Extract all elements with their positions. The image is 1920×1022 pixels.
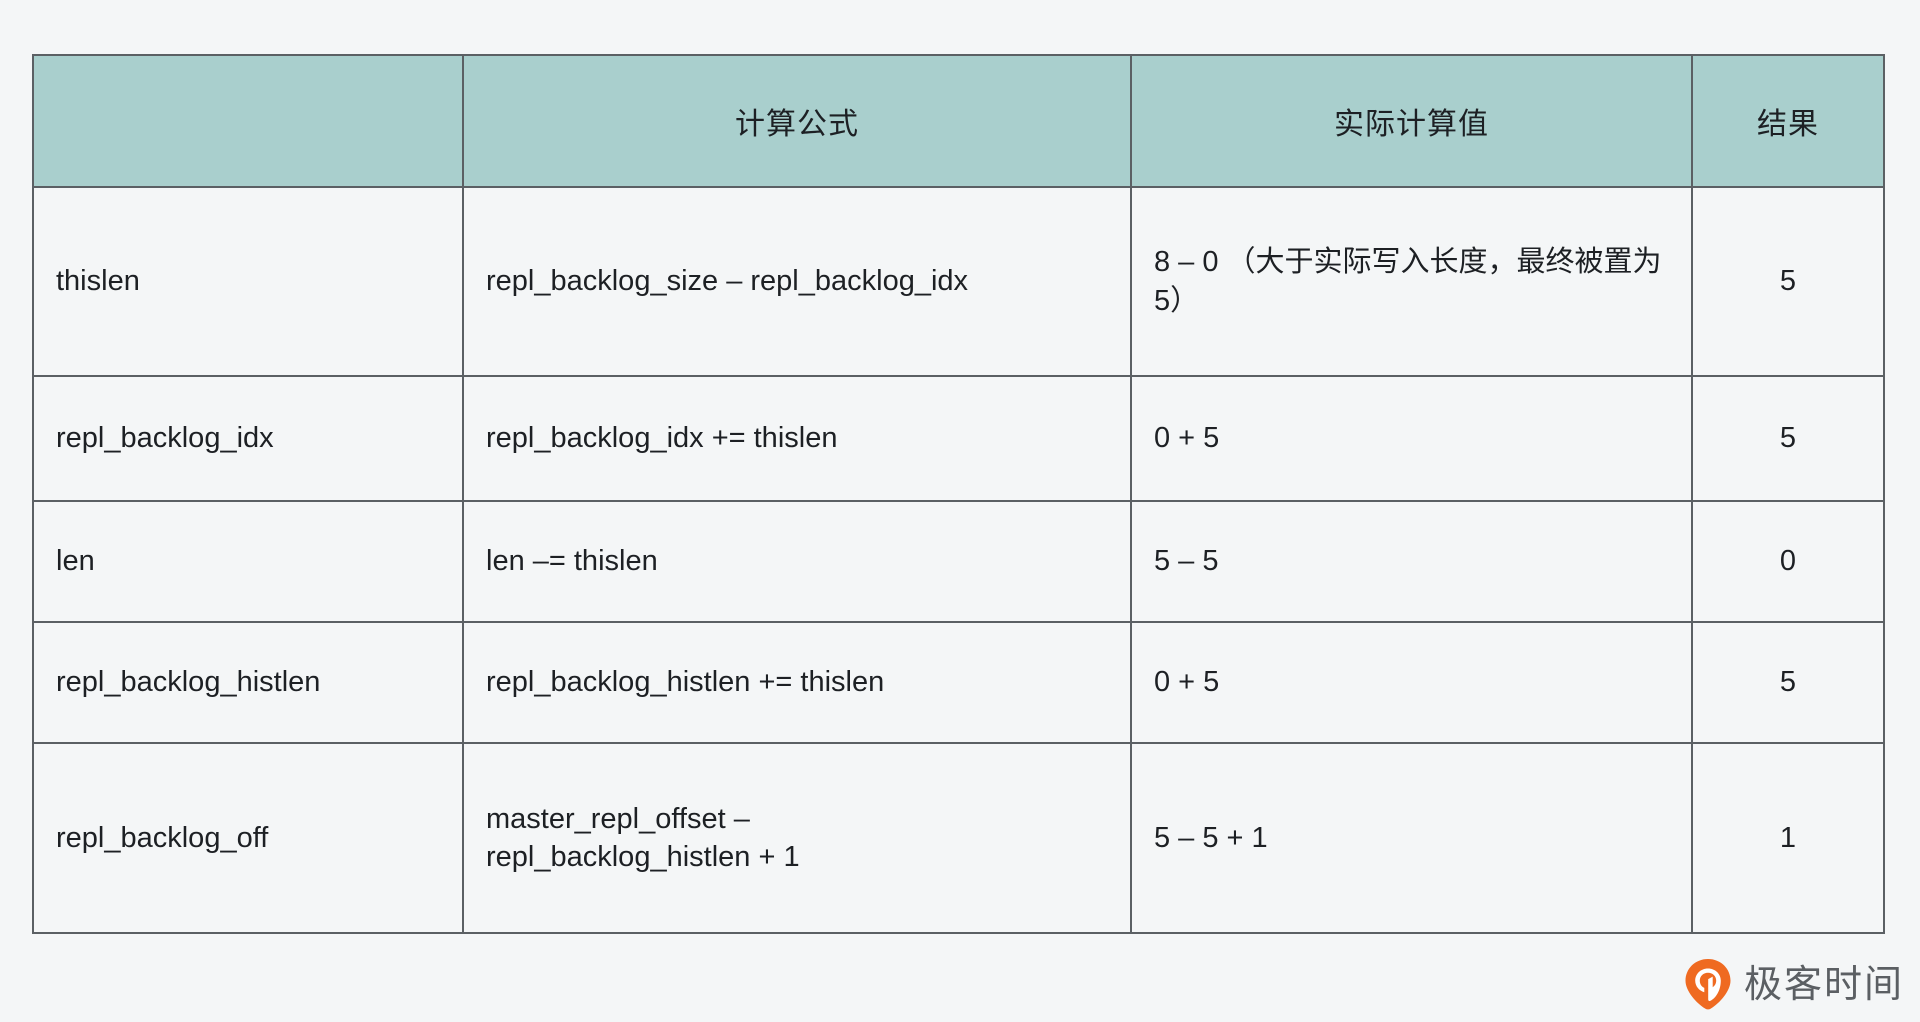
column-header-formula: 计算公式 [462, 54, 1132, 188]
result-text: 5 [1779, 265, 1797, 298]
table-row: repl_backlog_histlen repl_backlog_histle… [32, 621, 1885, 744]
cell-formula: master_repl_offset – repl_backlog_histle… [462, 742, 1132, 934]
table-row: repl_backlog_idx repl_backlog_idx += thi… [32, 375, 1885, 502]
cell-actual-value: 8 – 0 （大于实际写入长度，最终被置为5） [1130, 186, 1693, 377]
column-header-variable [32, 54, 464, 188]
cell-result: 5 [1691, 186, 1885, 377]
formula-text: repl_backlog_size – repl_backlog_idx [486, 265, 969, 298]
cell-formula: repl_backlog_histlen += thislen [462, 621, 1132, 744]
variable-name-text: repl_backlog_histlen [56, 666, 321, 699]
cell-formula: len –= thislen [462, 500, 1132, 623]
cell-variable-name: repl_backlog_histlen [32, 621, 464, 744]
cell-actual-value: 0 + 5 [1130, 375, 1693, 502]
result-text: 0 [1779, 545, 1797, 578]
result-text: 5 [1779, 422, 1797, 455]
formula-text: master_repl_offset – repl_backlog_histle… [486, 802, 800, 873]
cell-variable-name: thislen [32, 186, 464, 377]
cell-result: 1 [1691, 742, 1885, 934]
calculation-table: 计算公式 实际计算值 结果 thislen repl_backlog_size … [32, 54, 1885, 934]
formula-text: repl_backlog_idx += thislen [486, 422, 838, 455]
actual-value-text: 5 – 5 + 1 [1154, 821, 1268, 854]
column-header-actual-value: 实际计算值 [1130, 54, 1693, 188]
geektime-pin-icon [1685, 959, 1731, 1010]
variable-name-text: repl_backlog_idx [56, 422, 274, 455]
cell-result: 5 [1691, 375, 1885, 502]
cell-actual-value: 5 – 5 + 1 [1130, 742, 1693, 934]
actual-value-text: 8 – 0 （大于实际写入长度，最终被置为5） [1154, 246, 1662, 317]
table-header-row: 计算公式 实际计算值 结果 [32, 54, 1885, 188]
cell-variable-name: len [32, 500, 464, 623]
cell-formula: repl_backlog_size – repl_backlog_idx [462, 186, 1132, 377]
cell-actual-value: 5 – 5 [1130, 500, 1693, 623]
brand-name: 极客时间 [1744, 962, 1905, 1006]
cell-formula: repl_backlog_idx += thislen [462, 375, 1132, 502]
table-row: len len –= thislen 5 – 5 0 [32, 500, 1885, 623]
actual-value-text: 0 + 5 [1154, 422, 1220, 455]
table-row: repl_backlog_off master_repl_offset – re… [32, 742, 1885, 934]
table-body: thislen repl_backlog_size – repl_backlog… [32, 186, 1885, 934]
table-row: thislen repl_backlog_size – repl_backlog… [32, 186, 1885, 377]
column-header-result: 结果 [1691, 54, 1885, 188]
variable-name-text: len [56, 545, 95, 578]
formula-text: len –= thislen [486, 545, 658, 578]
cell-variable-name: repl_backlog_off [32, 742, 464, 934]
variable-name-text: repl_backlog_off [56, 821, 269, 854]
actual-value-text: 5 – 5 [1154, 545, 1219, 578]
result-text: 5 [1779, 666, 1797, 699]
brand-watermark: 极客时间 [1684, 958, 1904, 1010]
formula-text: repl_backlog_histlen += thislen [486, 666, 885, 699]
variable-name-text: thislen [56, 265, 140, 298]
table-header: 计算公式 实际计算值 结果 [32, 54, 1885, 188]
cell-result: 5 [1691, 621, 1885, 744]
cell-actual-value: 0 + 5 [1130, 621, 1693, 744]
result-text: 1 [1779, 821, 1797, 854]
cell-variable-name: repl_backlog_idx [32, 375, 464, 502]
actual-value-text: 0 + 5 [1154, 666, 1220, 699]
cell-result: 0 [1691, 500, 1885, 623]
